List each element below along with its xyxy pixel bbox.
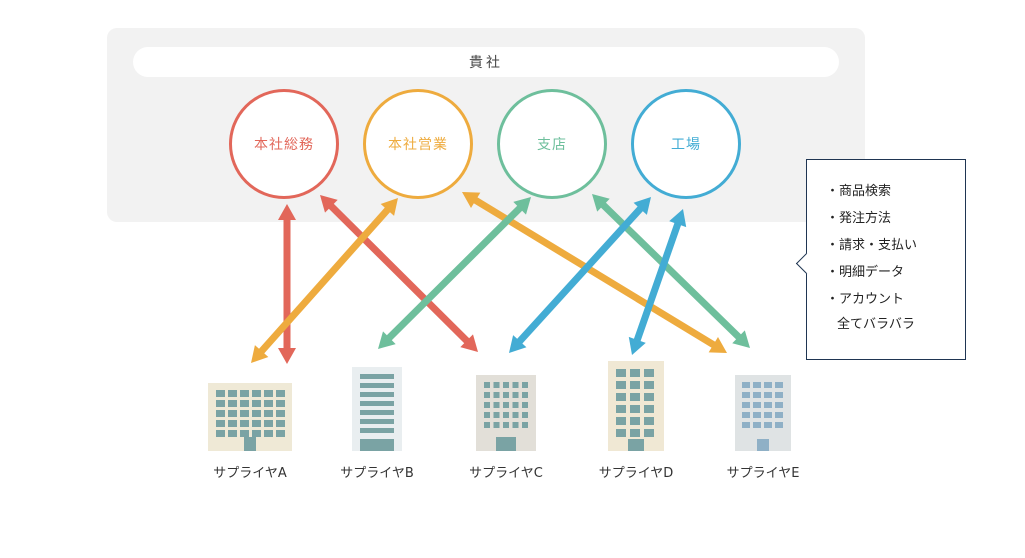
connection-arrow — [329, 203, 470, 343]
building-icon — [735, 375, 791, 451]
dept-shiten: 支店 — [497, 89, 607, 199]
connection-arrow — [259, 207, 390, 354]
dept-soumu: 本社総務 — [229, 89, 339, 199]
issues-list: 商品検索 発注方法 請求・支払い 明細データ アカウント — [807, 160, 965, 313]
issues-callout: 商品検索 発注方法 請求・支払い 明細データ アカウント 全てバラバラ — [806, 159, 966, 360]
supplier-label: サプライヤE — [703, 462, 823, 481]
arrow-head — [278, 204, 296, 220]
supplier-label: サプライヤC — [446, 462, 566, 481]
building-icon — [608, 361, 664, 451]
building-icon — [208, 383, 292, 451]
issue-item: 商品検索 — [839, 178, 965, 205]
building-icon — [352, 367, 402, 451]
dept-koujou: 工場 — [631, 89, 741, 199]
issue-item: 請求・支払い — [839, 232, 965, 259]
supplier-label: サプライヤB — [317, 462, 437, 481]
connection-arrow — [517, 206, 643, 344]
issues-summary: 全てバラバラ — [837, 313, 915, 332]
dept-eigyou: 本社営業 — [363, 89, 473, 199]
connection-arrow — [387, 205, 523, 340]
supplier-label: サプライヤD — [576, 462, 696, 481]
issue-item: アカウント — [839, 286, 965, 313]
issue-item: 発注方法 — [839, 205, 965, 232]
arrow-head — [278, 348, 296, 364]
supplier-label: サプライヤA — [190, 462, 310, 481]
building-icon — [476, 375, 536, 451]
issue-item: 明細データ — [839, 259, 965, 286]
